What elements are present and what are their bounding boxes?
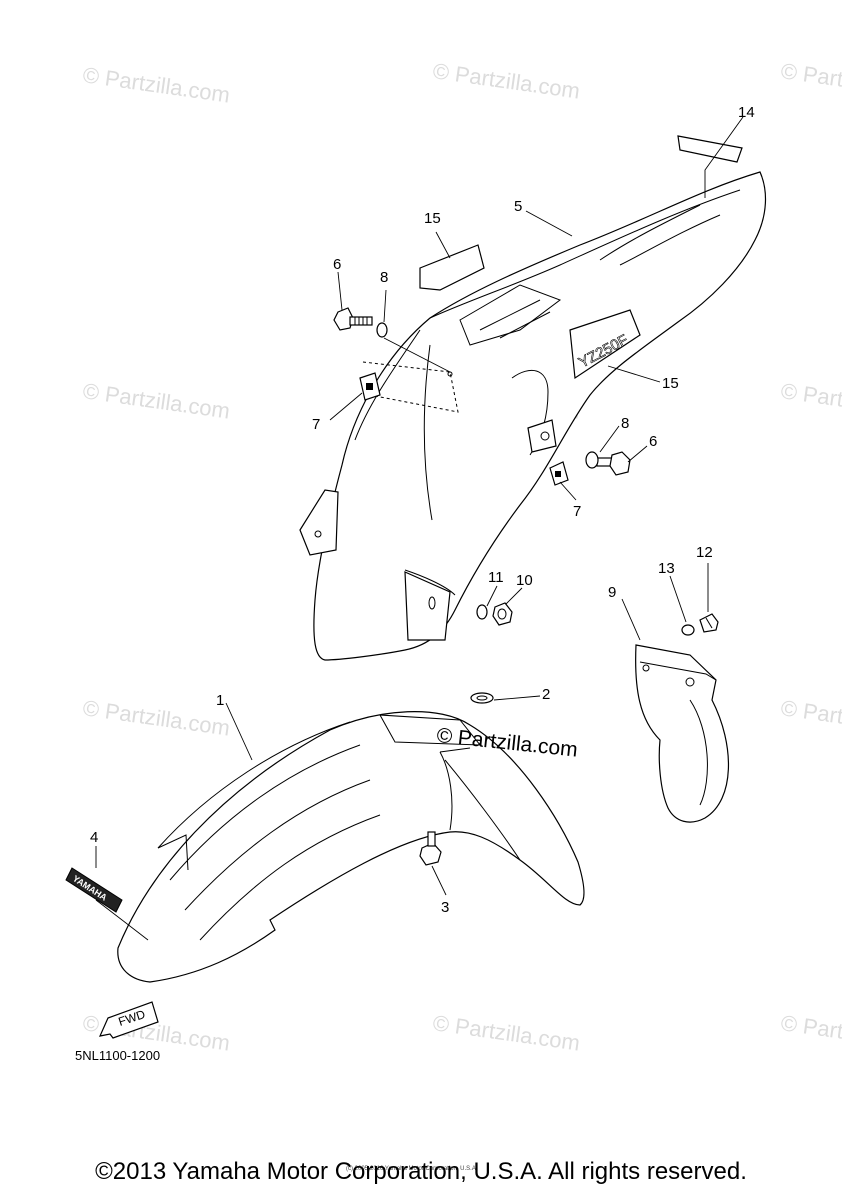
watermark: © Partzilla.com [431, 58, 581, 103]
watermark: © Partzilla.com [779, 695, 842, 740]
watermark: © Partzilla.com [779, 58, 842, 103]
screw-12[interactable] [699, 613, 719, 633]
callout-13: 13 [658, 560, 675, 577]
rear-fender[interactable]: YZ250F [299, 171, 767, 661]
watermark: © Partzilla.com [431, 1010, 581, 1055]
leader-lines [95, 116, 744, 941]
nut-7-right[interactable] [549, 461, 569, 486]
bolt-10[interactable] [492, 602, 513, 626]
diagram-code: 5NL1100-1200 [75, 1048, 160, 1063]
watermark: © Partzilla.com [81, 62, 231, 107]
bracket-hole [540, 431, 550, 441]
clip-outline [362, 361, 459, 413]
washer-13[interactable] [681, 624, 695, 636]
callout-10: 10 [516, 572, 533, 589]
fwd-arrow-icon: FWD [98, 1001, 159, 1039]
side-cover[interactable] [635, 644, 729, 823]
washer-8-right[interactable] [585, 451, 599, 469]
watermark: © Partzilla.com [779, 378, 842, 423]
callout-6-left: 6 [333, 256, 341, 273]
callout-8-right: 8 [621, 415, 629, 432]
callout-4: 4 [90, 829, 98, 846]
bolt-3[interactable] [419, 831, 442, 866]
callout-1: 1 [216, 692, 224, 709]
copyright-notice: ©2013 Yamaha Motor Corporation, U.S.A. A… [95, 1158, 747, 1185]
decal-4[interactable]: YAMAHA [65, 867, 123, 913]
callout-15-top: 15 [424, 210, 441, 227]
bracket [527, 419, 557, 453]
watermark: © Partzilla.com [81, 378, 231, 423]
bolt-6-left[interactable] [333, 307, 373, 331]
decal-14[interactable]: YAMAHA [677, 135, 743, 163]
callout-15-right: 15 [662, 375, 679, 392]
washer-8-left[interactable] [376, 322, 388, 338]
grommet-2[interactable] [470, 692, 494, 704]
callout-6-right: 6 [649, 433, 657, 450]
callout-5: 5 [514, 198, 522, 215]
decal-15-top[interactable] [419, 244, 485, 291]
collar-11[interactable] [476, 604, 488, 620]
callout-2: 2 [542, 686, 550, 703]
callout-7-left: 7 [312, 416, 320, 433]
front-fender[interactable] [117, 711, 585, 983]
watermark: © Partzilla.com [779, 1010, 842, 1055]
callout-11: 11 [488, 569, 504, 586]
callout-numbers: 14 5 15 6 8 7 15 8 6 7 11 10 9 13 12 2 1… [90, 104, 755, 916]
callout-12: 12 [696, 544, 713, 561]
callout-8-left: 8 [380, 269, 388, 286]
callout-7-right: 7 [573, 503, 581, 520]
callout-3: 3 [441, 899, 449, 916]
small-print: (c) 2005-2016 Yamaha Motor Corporation, … [346, 1166, 478, 1172]
bolt-6-right[interactable] [596, 451, 631, 476]
watermark: © Partzilla.com [81, 695, 231, 740]
callout-9: 9 [608, 584, 616, 601]
nut-7-left[interactable] [359, 372, 381, 401]
callout-14: 14 [738, 104, 755, 121]
